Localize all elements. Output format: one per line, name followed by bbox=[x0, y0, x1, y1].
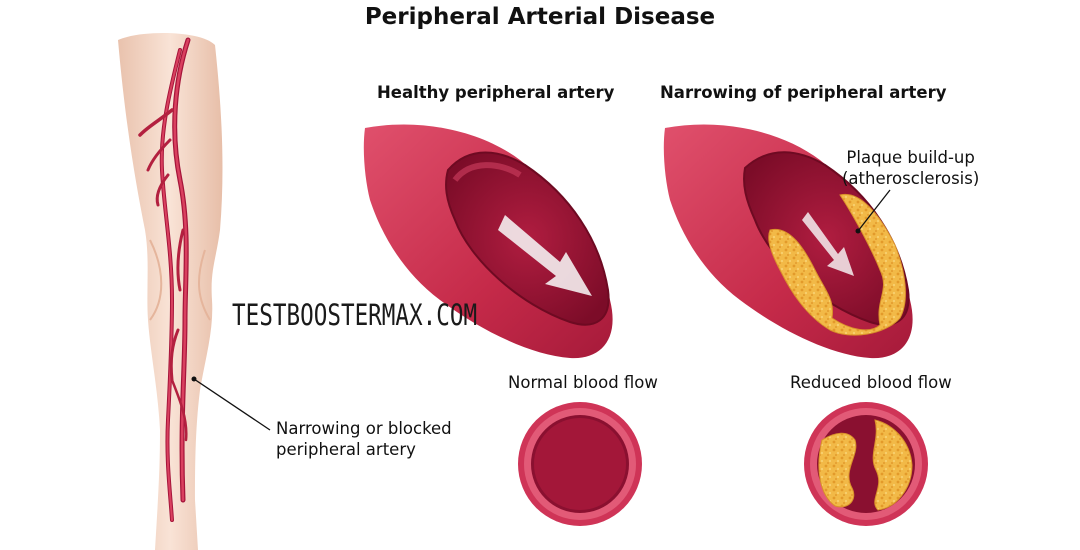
plaque-callout-label: Plaque build-up (atherosclerosis) bbox=[842, 147, 979, 189]
plaque-callout-line-1: Plaque build-up bbox=[846, 148, 975, 167]
healthy-artery-section bbox=[363, 124, 613, 359]
narrowed-artery-plaque bbox=[768, 193, 906, 336]
normal-cross-section bbox=[518, 402, 642, 526]
reduced-cross-section bbox=[804, 402, 928, 526]
leg-callout-label: Narrowing or blocked peripheral artery bbox=[276, 418, 452, 460]
normal-flow-caption: Normal blood flow bbox=[508, 373, 658, 392]
leg-callout-line-2: peripheral artery bbox=[276, 440, 416, 459]
healthy-heading: Healthy peripheral artery bbox=[377, 83, 615, 102]
plaque-callout-dot bbox=[855, 228, 861, 234]
leg-callout-line-1: Narrowing or blocked bbox=[276, 419, 452, 438]
reduced-flow-caption: Reduced blood flow bbox=[790, 373, 952, 392]
page-title: Peripheral Arterial Disease bbox=[364, 4, 716, 30]
leg-arteries bbox=[138, 37, 191, 522]
leg-illustration bbox=[118, 33, 271, 550]
watermark-text: TESTBOOSTERMAX.COM bbox=[232, 298, 478, 332]
plaque-callout-line bbox=[857, 189, 891, 232]
plaque-callout-line-2: (atherosclerosis) bbox=[842, 169, 980, 188]
narrowed-flow-arrow bbox=[802, 212, 854, 276]
leg-callout-line bbox=[193, 378, 271, 431]
narrowed-heading: Narrowing of peripheral artery bbox=[660, 83, 947, 102]
cross-section-plaque bbox=[818, 419, 913, 511]
narrowed-artery-section bbox=[663, 124, 913, 359]
healthy-flow-arrow bbox=[498, 215, 592, 296]
